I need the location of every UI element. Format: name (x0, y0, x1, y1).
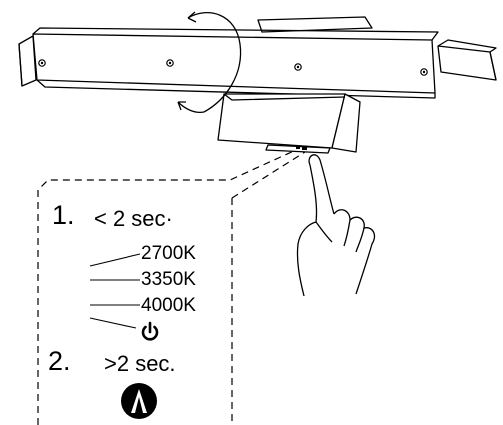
color-temp-2700k: 2700K (141, 243, 196, 264)
color-temp-3350k: 3350K (141, 269, 196, 290)
power-icon (141, 321, 159, 341)
step-1-condition: < 2 sec· (94, 206, 173, 231)
step-1-number: 1. (52, 200, 75, 230)
dimming-dial-icon (121, 383, 157, 419)
step-2-condition: >2 sec. (104, 351, 176, 376)
step-2-number: 2. (48, 346, 71, 376)
color-temp-4000k: 4000K (141, 295, 196, 316)
